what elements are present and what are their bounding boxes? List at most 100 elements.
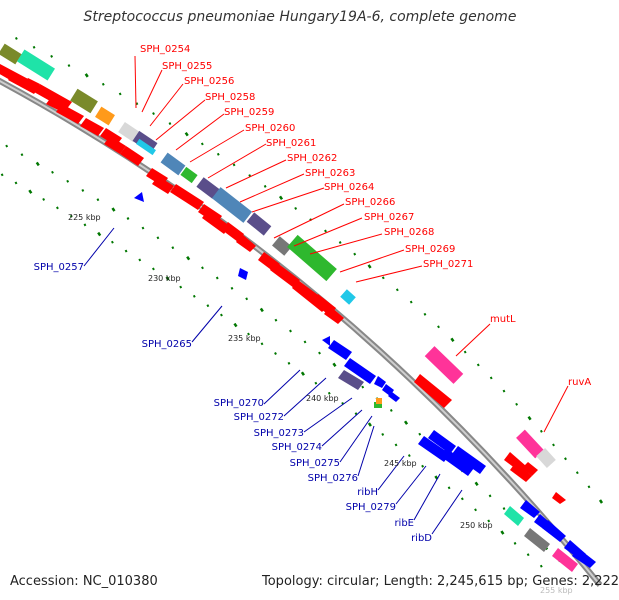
cog-gene[interactable]	[118, 121, 140, 143]
major-tick	[598, 499, 604, 504]
cog-gene[interactable]	[17, 49, 55, 81]
gene-label[interactable]: ribD	[411, 533, 432, 544]
cog-gene[interactable]	[196, 177, 220, 199]
tick-layer	[0, 36, 604, 568]
gene-label[interactable]: ribH	[357, 487, 378, 498]
gene-label[interactable]: SPH_0273	[254, 428, 304, 439]
cog-gene[interactable]	[95, 106, 115, 126]
cog-gene[interactable]	[160, 152, 186, 176]
cog-gene-layer	[0, 43, 556, 468]
major-tick	[367, 264, 372, 269]
gene-label[interactable]: SPH_0254	[140, 44, 190, 55]
scale-label: 225 kbp	[68, 213, 101, 222]
gene-label[interactable]: SPH_0264	[324, 182, 374, 193]
reverse-gene[interactable]	[134, 192, 144, 202]
cog-gene[interactable]	[536, 448, 556, 468]
minor-tick	[460, 497, 464, 501]
gene-label[interactable]: SPH_0266	[345, 197, 395, 208]
cog-gene[interactable]	[136, 138, 156, 156]
gene-label[interactable]: ruvA	[568, 377, 591, 388]
reverse-gene[interactable]	[344, 358, 376, 384]
reverse-gene[interactable]	[388, 392, 400, 402]
reverse-gene[interactable]	[524, 528, 550, 552]
gene-label[interactable]: SPH_0260	[245, 123, 295, 134]
gene-label[interactable]: SPH_0272	[234, 412, 284, 423]
forward-gene[interactable]	[324, 306, 344, 324]
minor-tick	[230, 286, 234, 290]
reverse-gene[interactable]	[374, 402, 382, 408]
gene-label[interactable]: SPH_0261	[266, 138, 316, 149]
gene-label[interactable]: SPH_0268	[384, 227, 434, 238]
minor-tick	[421, 464, 425, 468]
gene-label[interactable]: SPH_0259	[224, 107, 274, 118]
leader-line	[273, 203, 345, 239]
cog-gene[interactable]	[211, 187, 253, 223]
gene-label[interactable]: SPH_0274	[272, 442, 322, 453]
cog-gene[interactable]	[287, 234, 337, 282]
reverse-gene[interactable]	[428, 430, 456, 454]
cog-gene[interactable]	[246, 212, 272, 236]
forward-gene[interactable]	[22, 78, 40, 92]
minor-tick	[395, 288, 399, 292]
reverse-gene[interactable]	[542, 520, 566, 542]
gene-label[interactable]: SPH_0262	[287, 153, 337, 164]
reverse-gene[interactable]	[520, 500, 540, 518]
reverse-gene[interactable]	[322, 336, 330, 346]
gene-label[interactable]: SPH_0270	[214, 398, 264, 409]
cog-gene[interactable]	[180, 166, 198, 184]
minor-tick	[152, 267, 155, 271]
forward-gene[interactable]	[56, 104, 84, 124]
reverse-gene[interactable]	[328, 340, 352, 360]
minor-tick	[263, 184, 267, 188]
forward-gene[interactable]	[120, 146, 144, 166]
gene-label[interactable]: SPH_0271	[423, 259, 473, 270]
reverse-gene[interactable]	[452, 446, 486, 474]
forward-gene[interactable]	[152, 176, 174, 194]
forward-gene[interactable]	[522, 462, 538, 476]
gene-label[interactable]: SPH_0269	[405, 244, 455, 255]
cog-gene[interactable]	[0, 43, 22, 65]
minor-tick	[56, 206, 59, 210]
reverse-gene[interactable]	[504, 506, 524, 526]
gene-label[interactable]: SPH_0256	[184, 76, 234, 87]
cog-gene[interactable]	[516, 429, 544, 459]
forward-gene[interactable]	[104, 136, 126, 154]
minor-tick	[171, 246, 175, 250]
gene-label[interactable]: SPH_0276	[308, 473, 358, 484]
reverse-gene[interactable]	[338, 370, 364, 390]
reverse-gene[interactable]	[374, 376, 386, 388]
major-tick	[97, 231, 102, 237]
forward-gene[interactable]	[270, 262, 300, 288]
forward-gene[interactable]	[170, 184, 204, 210]
gene-label[interactable]: SPH_0255	[162, 61, 212, 72]
reverse-gene[interactable]	[440, 448, 474, 476]
minor-tick	[389, 408, 393, 412]
gene-label[interactable]: SPH_0258	[205, 92, 255, 103]
forward-gene[interactable]	[80, 118, 104, 136]
reverse-gene[interactable]	[238, 268, 248, 280]
gene-label[interactable]: SPH_0263	[305, 168, 355, 179]
forward-gene[interactable]	[236, 234, 256, 252]
forward-gene[interactable]	[222, 222, 244, 242]
cog-gene[interactable]	[340, 289, 356, 305]
gene-label[interactable]: ribE	[394, 518, 414, 529]
cog-gene[interactable]	[70, 88, 98, 114]
forward-gene[interactable]	[552, 492, 566, 504]
cog-gene[interactable]	[424, 346, 464, 384]
forward-gene[interactable]	[202, 210, 230, 234]
forward-gene[interactable]	[510, 462, 532, 482]
reverse-gene[interactable]	[572, 548, 596, 568]
reverse-gene[interactable]	[552, 548, 578, 572]
scale-label: 250 kbp	[460, 521, 493, 530]
forward-gene[interactable]	[414, 374, 452, 408]
cog-gene[interactable]	[272, 236, 292, 256]
gene-label[interactable]: SPH_0267	[364, 212, 414, 223]
reverse-gene[interactable]	[376, 398, 382, 404]
scale-label: 235 kbp	[228, 334, 261, 343]
gene-label[interactable]: SPH_0265	[142, 339, 192, 350]
forward-gene[interactable]	[46, 96, 64, 110]
gene-label[interactable]: SPH_0275	[290, 458, 340, 469]
gene-label[interactable]: mutL	[490, 314, 516, 325]
gene-label[interactable]: SPH_0279	[346, 502, 396, 513]
gene-label[interactable]: SPH_0257	[34, 262, 84, 273]
